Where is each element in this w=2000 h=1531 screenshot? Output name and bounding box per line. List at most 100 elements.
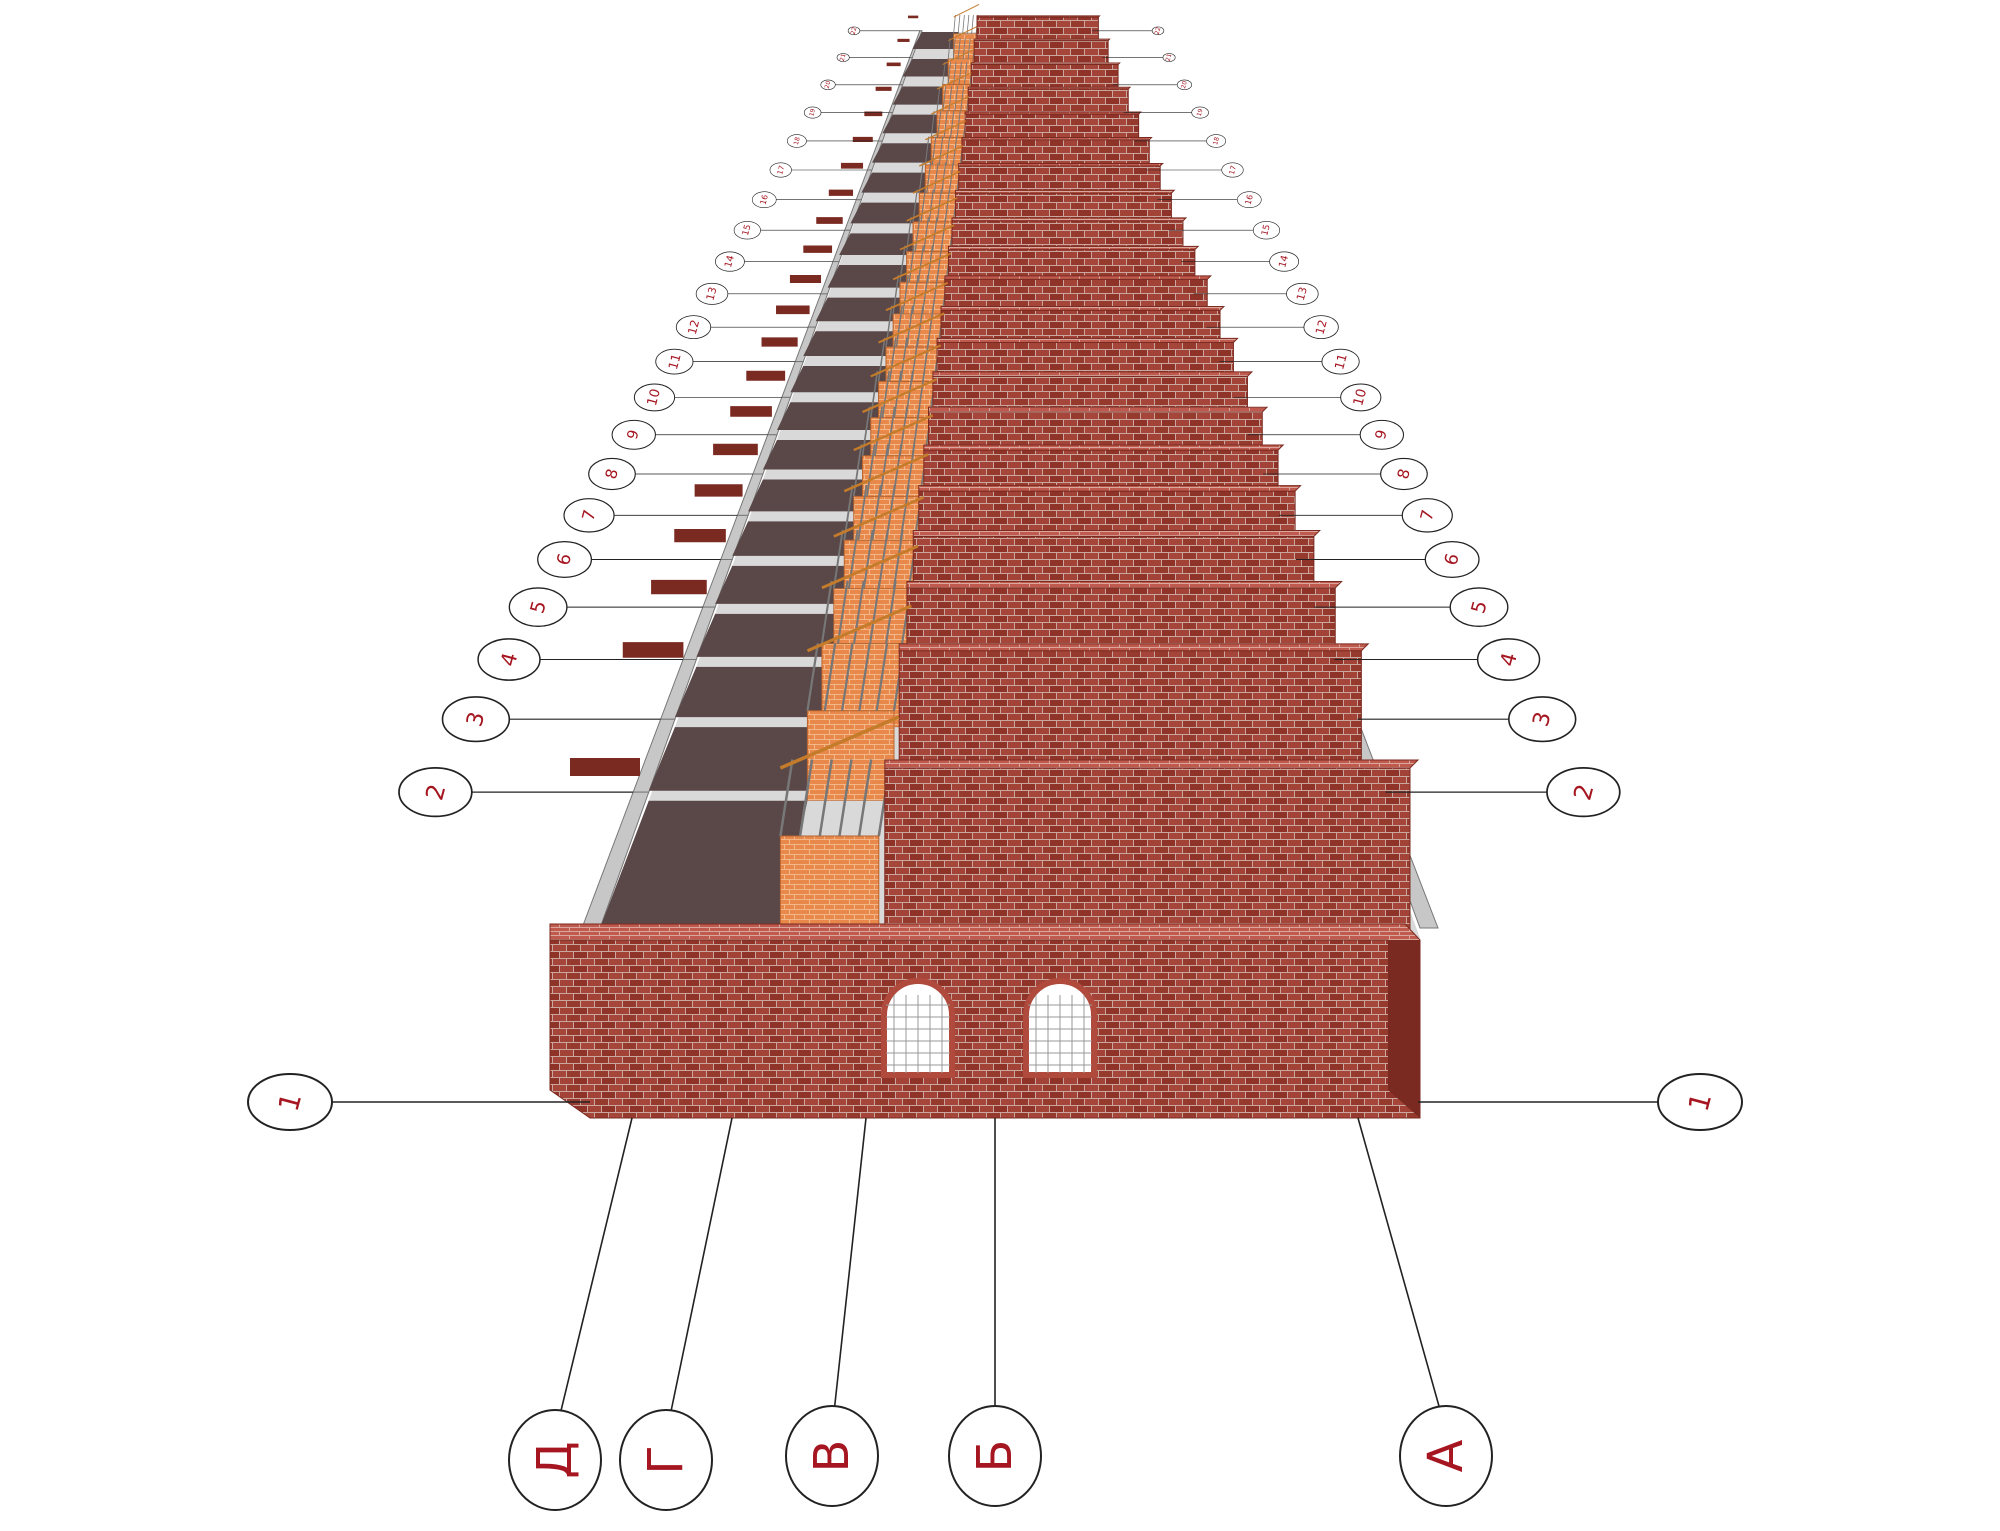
- axis-label: 22: [850, 26, 859, 35]
- cross-wall-cap: [730, 406, 772, 417]
- axis-label: 17: [1227, 164, 1238, 175]
- railing-post: [950, 111, 955, 138]
- axis-marker-4-left: 4: [477, 638, 684, 681]
- axis-bubble: [1359, 419, 1405, 450]
- axis-bubble: [655, 348, 694, 375]
- railing-post: [857, 759, 873, 837]
- stair-flight: [815, 297, 907, 322]
- axis-bubble: [733, 221, 761, 240]
- axis-marker-4-right: 4: [1334, 638, 1541, 681]
- stair-core-block: [779, 835, 880, 939]
- axis-bubble: [1508, 696, 1577, 743]
- cross-wall-cap: [674, 529, 726, 543]
- axis-label: 15: [1260, 224, 1273, 237]
- axis-label: 21: [839, 53, 848, 62]
- handrail: [821, 544, 919, 590]
- stair-flight: [882, 114, 943, 134]
- axis-bubble: [1401, 498, 1453, 533]
- railing-post: [944, 189, 951, 222]
- handrail: [925, 120, 967, 141]
- axis-marker-16-left: 16: [751, 191, 857, 209]
- railing-post: [957, 14, 961, 34]
- axis-bubble: [695, 282, 729, 305]
- axis-bubble: [1221, 162, 1244, 178]
- stair-flight: [732, 521, 863, 556]
- axis-bubble: [1399, 1405, 1493, 1507]
- axis-label: В: [804, 1440, 860, 1473]
- axis-label: 8: [1394, 467, 1414, 481]
- axis-marker-11-left: 11: [655, 348, 796, 375]
- railing-post: [952, 136, 958, 165]
- partition-top: [912, 529, 1321, 537]
- cross-wall-cap: [875, 86, 892, 91]
- axis-bubble: [477, 638, 541, 681]
- axis-marker-19-right: 19: [1123, 106, 1209, 119]
- axis-bubble: [633, 383, 676, 412]
- railing-post: [888, 337, 897, 382]
- railing-post: [798, 759, 814, 837]
- stair-flight: [861, 172, 932, 193]
- railing-post: [886, 406, 896, 456]
- handrail: [899, 224, 955, 251]
- axis-bubble: [803, 106, 822, 119]
- cross-wall-cap: [622, 642, 684, 658]
- axis-bubble: [1303, 315, 1339, 340]
- axis-marker-13-left: 13: [695, 282, 821, 305]
- axis-bubble: [398, 766, 473, 818]
- handrail: [806, 604, 912, 653]
- handrail: [942, 49, 975, 66]
- railing-post: [899, 337, 908, 382]
- railing-post: [902, 274, 909, 315]
- axis-marker-15-right: 15: [1169, 221, 1281, 240]
- axis-marker-9-left: 9: [611, 419, 768, 450]
- railing-post: [928, 189, 934, 222]
- axis-label: 10: [1351, 387, 1370, 407]
- railing-post: [836, 580, 849, 644]
- axis-label: 19: [1196, 108, 1205, 117]
- handrail: [843, 453, 929, 493]
- railing-post: [869, 580, 881, 644]
- building-model: [549, 4, 1439, 1119]
- arched-window-icon: [1023, 978, 1097, 1078]
- railing-post: [847, 529, 859, 589]
- stair-flight: [674, 666, 834, 718]
- axis-label: 16: [759, 194, 770, 206]
- railing-post: [917, 245, 924, 283]
- axis-label: 2: [1567, 781, 1599, 803]
- railing-post: [853, 580, 865, 644]
- axis-bubble: [1269, 251, 1300, 272]
- railing-post: [912, 274, 919, 315]
- railing-post: [820, 580, 833, 644]
- axis-bubble: [1449, 587, 1509, 627]
- axis-marker-11-right: 11: [1219, 348, 1360, 375]
- axis-marker-10-left: 10: [633, 383, 782, 412]
- railing-post: [954, 86, 959, 111]
- railing-post: [881, 371, 890, 418]
- axis-label: 12: [685, 318, 702, 336]
- stair-flight: [827, 265, 914, 288]
- partition-top: [940, 305, 1226, 311]
- stair-flight: [803, 331, 900, 357]
- partition-top: [936, 337, 1239, 344]
- partition-top: [906, 581, 1343, 589]
- axis-marker-18-left: 18: [786, 134, 879, 148]
- axis-label: 16: [1244, 194, 1255, 206]
- axis-bubble: [1321, 348, 1360, 375]
- axis-bubble: [820, 79, 836, 90]
- handrail: [878, 312, 945, 344]
- partition-top: [951, 217, 1188, 222]
- axis-label: 3: [462, 709, 491, 729]
- stair-flight: [748, 479, 871, 512]
- axis-label: 6: [1441, 551, 1464, 567]
- railing-post: [953, 14, 956, 34]
- railing-post: [877, 337, 886, 382]
- railing-post: [960, 86, 965, 111]
- partition-top: [976, 15, 1101, 18]
- railing-post: [945, 136, 951, 165]
- stair-flight: [850, 202, 926, 224]
- arched-window-icon: [881, 978, 955, 1078]
- railing-post: [918, 162, 924, 194]
- axis-bubble: [1476, 638, 1541, 681]
- axis-leader-line: [833, 1117, 867, 1407]
- cross-wall-cap: [897, 38, 910, 42]
